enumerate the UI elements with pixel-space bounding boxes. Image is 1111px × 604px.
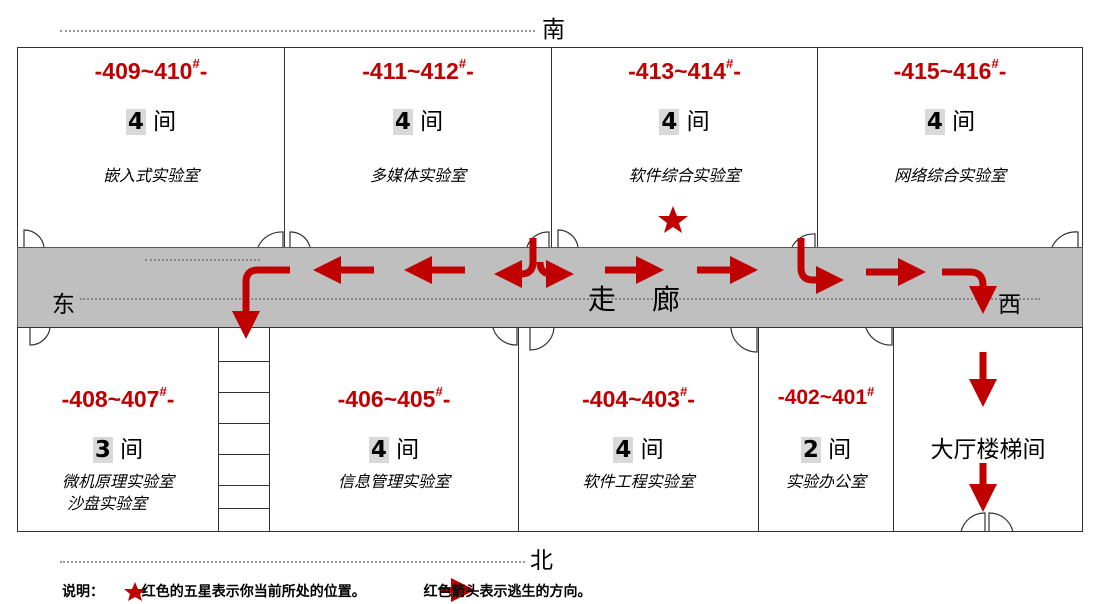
room-code: -408~407#- (61, 384, 175, 412)
legend-arrow-text: 红色箭头表示逃生的方向。 (423, 584, 592, 600)
direction-south: 南 (542, 17, 565, 43)
room-code: -406~405#- (337, 384, 451, 412)
room-name: 软件综合实验室 (628, 166, 741, 185)
room-name-secondary: 沙盘实验室 (66, 494, 147, 513)
room-count: 4 间 (924, 109, 976, 135)
corridor-guide-line (80, 298, 1040, 300)
room-code: -402~401# (777, 384, 875, 409)
room-code: -413~414#- (628, 56, 741, 84)
room-name: 嵌入式实验室 (102, 166, 199, 185)
room-name: 网络综合实验室 (893, 166, 1006, 185)
north-guide-line (60, 561, 525, 563)
hall-name: 大厅楼梯间 (930, 437, 1046, 463)
room-count: 4 间 (125, 109, 177, 135)
room-name: 多媒体实验室 (369, 166, 466, 185)
direction-west: 西 (998, 292, 1021, 318)
stairwell-east (218, 327, 270, 532)
room-count: 2 间 (800, 437, 852, 463)
room-code: -415~416#- (893, 56, 1007, 84)
room-count: 3 间 (92, 437, 144, 463)
legend-prefix: 说明： (62, 584, 104, 600)
stair-step (218, 423, 269, 424)
room-count: 4 间 (368, 437, 420, 463)
room-411-412 (284, 47, 552, 248)
legend-star-text: 红色的五星表示你当前所处的位置。 (141, 584, 366, 600)
room-name: 微机原理实验室 (61, 472, 174, 491)
room-code: -404~403#- (582, 384, 695, 412)
room-count: 4 间 (392, 109, 444, 135)
direction-east: 东 (52, 292, 75, 318)
room-code: -409~410#- (94, 56, 208, 84)
south-guide-line (60, 30, 535, 32)
stair-step (218, 361, 269, 362)
room-name: 软件工程实验室 (582, 472, 695, 491)
room-406-405 (269, 327, 519, 532)
room-name: 实验办公室 (785, 472, 866, 491)
room-count: 4 间 (659, 109, 710, 135)
stair-step (218, 392, 269, 393)
stair-step (218, 454, 269, 455)
room-404-403 (518, 327, 759, 532)
corridor-guide-line-upper (145, 259, 260, 261)
room-402-401 (758, 327, 894, 532)
room-count: 4 间 (613, 437, 664, 463)
legend: 说明： 红色的五星表示你当前所处的位置。 红色箭头表示逃生的方向。 (62, 581, 592, 601)
room-408-407 (17, 327, 219, 532)
stair-step (218, 485, 269, 486)
room-name: 信息管理实验室 (337, 472, 450, 491)
room-415-416 (817, 47, 1083, 248)
corridor-label-right: 廊 (652, 283, 681, 316)
room-code: -411~412#- (362, 56, 474, 84)
direction-north: 北 (530, 548, 553, 574)
room-409-410 (17, 47, 285, 248)
corridor-label-left: 走 (588, 283, 617, 316)
stair-step (218, 508, 269, 509)
